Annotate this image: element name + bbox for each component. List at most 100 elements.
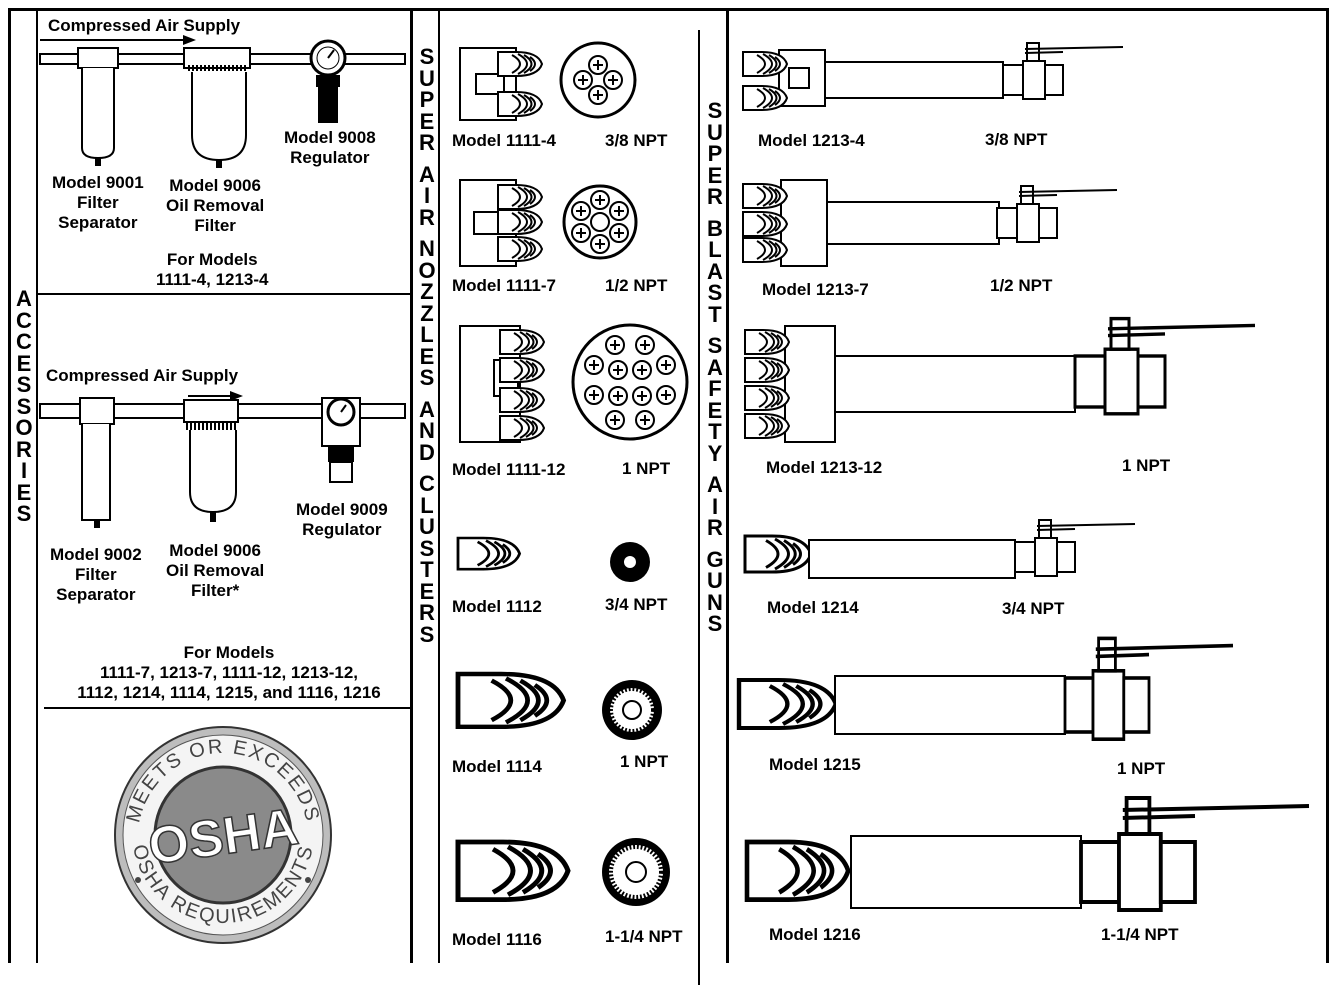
accessories-title-letter: R [16, 436, 32, 462]
nozzle-model-1111-4: Model 1111-4 [452, 131, 556, 150]
model-9006-label-1: Model 9006 Oil Removal Filter [166, 176, 265, 235]
guns-title-letter: S [707, 98, 723, 123]
nozzles-title-letter: L [420, 322, 434, 347]
gun-npt-1216: 1-1/4 NPT [1101, 925, 1179, 944]
nozzles-title-letter: A [419, 396, 435, 422]
guns-title-letter: E [707, 397, 723, 423]
nozzle-model-1111-7: Model 1111-7 [452, 276, 556, 295]
gun-model-1216: Model 1216 [769, 925, 861, 944]
nozzles-divider [698, 30, 700, 985]
for-models-label-1: For Models 1111-4, 1213-4 [156, 250, 269, 289]
nozzles-title-letter: U [419, 514, 435, 539]
accessories-title-divider [36, 8, 38, 963]
guns-title-letter: U [707, 568, 723, 593]
accessories-title-letter: E [16, 479, 32, 505]
gun-npt-1215: 1 NPT [1117, 759, 1166, 778]
nozzles-title-letter: S [419, 44, 435, 69]
nozzle-npt-1112: 3/4 NPT [605, 595, 668, 614]
guns-title-letter: R [707, 515, 723, 540]
compressed-air-supply-label-2: Compressed Air Supply [46, 366, 239, 385]
nozzles-title-letter: L [420, 492, 434, 518]
nozzles-title-letter: Z [420, 300, 434, 326]
guns-title-letter: S [707, 280, 723, 305]
nozzle-npt-1116: 1-1/4 NPT [605, 927, 683, 946]
gun-npt-1213-4: 3/8 NPT [985, 130, 1048, 149]
nozzle-npt-1114: 1 NPT [620, 752, 669, 771]
guns-title-letter: R [707, 184, 723, 209]
nozzle-illustrations [440, 41, 689, 906]
gun-model-1213-12: Model 1213-12 [766, 458, 883, 477]
nozzles-title-letter: I [423, 183, 431, 208]
guns-title-letter: P [707, 141, 723, 166]
accessories-title-letter: O [15, 415, 33, 440]
nozzles-title-letter: Z [420, 279, 434, 304]
nozzles-title-divider [438, 8, 440, 963]
accessories-panel-divider-1 [38, 293, 410, 295]
nozzles-title-letter: S [419, 365, 435, 390]
model-9009-label: Model 9009 Regulator [296, 500, 388, 539]
nozzles-title-letter: E [419, 108, 435, 134]
guns-title-letter: S [707, 611, 723, 636]
gun-model-1214: Model 1214 [767, 598, 859, 617]
compressed-air-supply-label-1: Compressed Air Supply [48, 16, 241, 35]
accessories-title-letter: S [16, 393, 32, 419]
gun-model-1213-4: Model 1213-4 [758, 131, 865, 150]
guns-title-letter: A [707, 472, 723, 497]
guns-title-letter: N [707, 589, 723, 615]
nozzles-title-letter: C [419, 471, 435, 496]
accessories-title-letter: C [16, 307, 32, 333]
nozzles-title-letter: N [419, 418, 435, 443]
guns-title-letter: S [707, 333, 723, 358]
gun-npt-1213-7: 1/2 NPT [990, 276, 1053, 295]
accessories-divider [410, 8, 413, 963]
accessories-title-letter: I [20, 458, 28, 483]
nozzles-title-letter: E [419, 578, 435, 604]
model-9006-label-2: Model 9006 Oil Removal Filter* [166, 541, 265, 600]
nozzles-title-letter: S [419, 535, 435, 561]
guns-title-letter: U [707, 119, 723, 145]
page-frame [8, 8, 1329, 963]
guns-title-letter: A [707, 354, 723, 380]
nozzle-model-1114: Model 1114 [452, 757, 542, 776]
filter-assembly-1-diagram [39, 35, 406, 168]
guns-title-letter: F [708, 376, 722, 401]
nozzles-title-letter: A [419, 161, 435, 187]
filter-assembly-2-diagram [39, 391, 406, 528]
nozzle-model-1112: Model 1112 [452, 597, 542, 616]
model-9008-label: Model 9008 Regulator [284, 128, 376, 167]
guns-title-letter: Y [707, 440, 723, 466]
model-9001-label: Model 9001 Filter Separator [52, 173, 144, 232]
nozzles-title-letter: R [419, 204, 435, 230]
guns-title-letter: L [708, 237, 722, 262]
nozzles-title-letter: D [419, 439, 435, 465]
nozzle-npt-1111-7: 1/2 NPT [605, 276, 668, 295]
accessories-title-letter: E [16, 350, 32, 376]
guns-title-divider [726, 8, 729, 963]
nozzle-model-1116: Model 1116 [452, 930, 542, 949]
guns-title-letter: B [707, 215, 723, 241]
guns-title-letter: G [706, 546, 724, 572]
accessories-title-letter: C [16, 329, 32, 354]
gun-npt-1213-12: 1 NPT [1122, 456, 1171, 475]
nozzle-npt-1111-12: 1 NPT [622, 459, 671, 478]
guns-title-letter: T [708, 419, 722, 444]
gun-illustrations [729, 42, 1311, 912]
gun-npt-1214: 3/4 NPT [1002, 599, 1065, 618]
guns-title-letter: I [711, 493, 719, 519]
nozzles-title-letter: U [419, 65, 435, 91]
accessories-panel-divider-2 [44, 707, 410, 709]
guns-title-letter: T [708, 301, 722, 327]
accessories-title-letter: S [16, 372, 32, 397]
guns-title-letter: A [707, 258, 723, 284]
nozzles-title-letter: R [419, 600, 435, 625]
gun-model-1213-7: Model 1213-7 [762, 280, 869, 299]
osha-seal: MEETS OR EXCEEDS OSHA REQUIREMENTS OSHA [114, 726, 332, 944]
for-models-label-2: For Models 1111-7, 1213-7, 1111-12, 1213… [77, 643, 381, 702]
gun-model-1215: Model 1215 [769, 755, 861, 774]
accessories-title-letter: S [16, 501, 32, 526]
nozzles-title-letter: N [419, 236, 435, 261]
nozzle-model-1111-12: Model 1111-12 [452, 460, 566, 479]
